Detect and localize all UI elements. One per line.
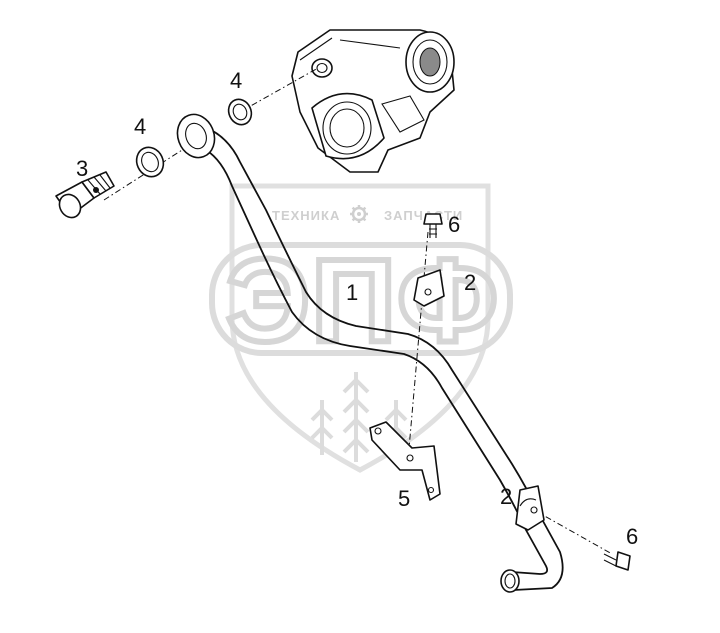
callouts: 1 2 2 3 4 4 5 6 6 bbox=[76, 68, 638, 549]
callout-5: 5 bbox=[398, 486, 410, 511]
support-bracket bbox=[369, 421, 441, 501]
watermark-shield bbox=[229, 183, 491, 473]
callout-3: 3 bbox=[76, 156, 88, 181]
brackets bbox=[413, 269, 545, 531]
callout-2-lower: 2 bbox=[500, 484, 512, 509]
bolts bbox=[423, 213, 631, 571]
watermark-logo-frame bbox=[209, 242, 513, 356]
watermark-text-right: ЗАПЧАСТИ bbox=[384, 208, 463, 223]
callout-6-upper: 6 bbox=[448, 212, 460, 237]
watermark: ТЕХНИКА ЗАПЧАСТИ ЭПФ bbox=[209, 183, 513, 473]
banjo-bolt bbox=[55, 171, 115, 219]
callout-4-left: 4 bbox=[134, 114, 146, 139]
sealing-washers bbox=[135, 98, 253, 178]
callout-2-upper: 2 bbox=[464, 270, 476, 295]
watermark-wheat-icon bbox=[310, 372, 408, 462]
gear-icon bbox=[350, 205, 368, 223]
watermark-text-left: ТЕХНИКА bbox=[272, 208, 340, 223]
callout-4-right: 4 bbox=[230, 68, 242, 93]
housing bbox=[291, 29, 455, 173]
callout-1: 1 bbox=[346, 280, 358, 305]
pipe bbox=[176, 113, 564, 593]
callout-6-lower: 6 bbox=[626, 524, 638, 549]
